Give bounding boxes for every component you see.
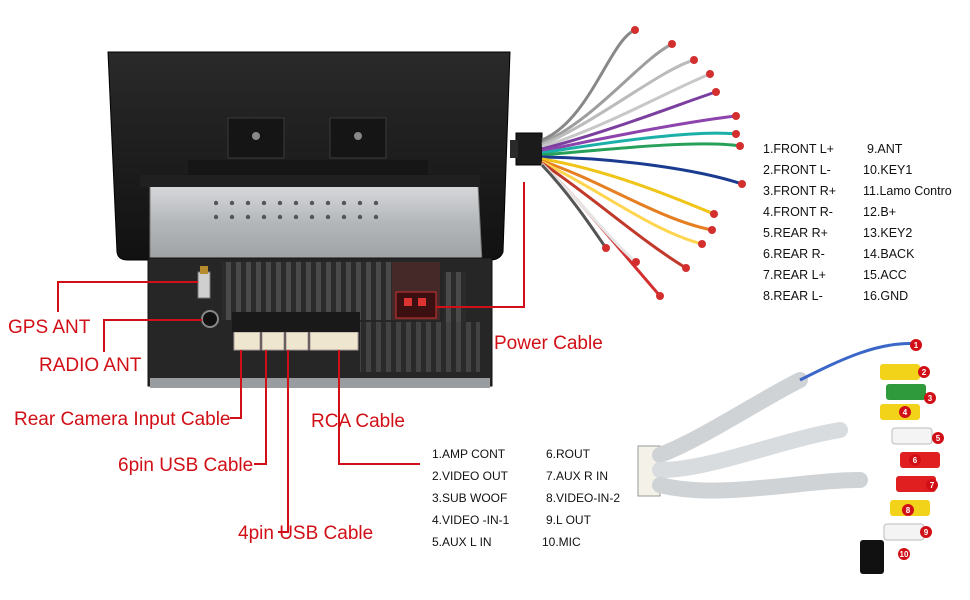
rca-pin: 7.AUX R IN: [546, 469, 608, 483]
rca-harness: [637, 341, 940, 574]
connector-power: [395, 291, 437, 319]
connector-rear-camera: [233, 331, 261, 351]
power-harness-plug: [515, 132, 543, 166]
gps-connector: [197, 266, 211, 299]
power-pin-list: 1.FRONT L+ 2.FRONT L- 3.FRONT R+ 4.FRONT…: [763, 142, 952, 303]
callout-rca: RCA Cable: [311, 411, 405, 432]
callout-4pin-usb: 4pin USB Cable: [238, 523, 373, 544]
rca-pin: 4.VIDEO -IN-1: [432, 513, 510, 527]
power-pin: 9.ANT: [867, 142, 903, 156]
callout-lines: [57, 182, 525, 533]
rca-plug-number: 1: [914, 341, 919, 350]
power-pin: 8.REAR L-: [763, 289, 823, 303]
callout-gps-ant: GPS ANT: [8, 317, 91, 338]
connector-4pin-usb: [285, 331, 309, 351]
power-pin: 11.Lamo Contro: [863, 184, 952, 198]
power-pin: 14.BACK: [863, 247, 915, 261]
connector-rca: [309, 331, 359, 351]
head-unit-device: [107, 51, 511, 388]
rca-plug-number: 8: [906, 506, 911, 515]
rca-plugs: [860, 364, 940, 574]
radio-antenna-socket: [201, 310, 219, 328]
connector-6pin-usb: [261, 331, 285, 351]
rca-pin: 2.VIDEO OUT: [432, 469, 509, 483]
power-pin: 1.FRONT L+: [763, 142, 834, 156]
power-pin: 2.FRONT L-: [763, 163, 831, 177]
callout-rear-camera: Rear Camera Input Cable: [14, 409, 231, 430]
rca-pin: 1.AMP CONT: [432, 447, 506, 461]
power-harness: [510, 26, 746, 300]
rca-pin: 8.VIDEO-IN-2: [546, 491, 620, 505]
rca-pin: 9.L OUT: [546, 513, 592, 527]
rca-plug-number: 4: [903, 408, 908, 417]
callout-radio-ant: RADIO ANT: [39, 355, 142, 376]
rca-pin: 3.SUB WOOF: [432, 491, 507, 505]
power-pin: 10.KEY1: [863, 163, 912, 177]
power-pin: 15.ACC: [863, 268, 907, 282]
power-pin: 4.FRONT R-: [763, 205, 833, 219]
power-pin: 3.FRONT R+: [763, 184, 836, 198]
rca-plug-tags: 1 2 3 4 5 6 7 8 9 10: [898, 339, 944, 560]
power-pin: 7.REAR L+: [763, 268, 826, 282]
rca-plug-number: 7: [930, 481, 935, 490]
rca-plug-number: 6: [913, 456, 918, 465]
rca-plug-number: 10: [900, 550, 909, 559]
rca-plug-number: 5: [936, 434, 941, 443]
power-pin: 13.KEY2: [863, 226, 912, 240]
power-pin: 6.REAR R-: [763, 247, 825, 261]
callout-power: Power Cable: [494, 333, 603, 354]
rca-pin: 10.MIC: [542, 535, 581, 549]
rca-pin: 6.ROUT: [546, 447, 591, 461]
power-pin: 16.GND: [863, 289, 908, 303]
rca-pin-list: 1.AMP CONT 2.VIDEO OUT 3.SUB WOOF 4.VIDE…: [432, 447, 620, 549]
labels: GPS ANT RADIO ANT Rear Camera Input Cabl…: [8, 142, 952, 560]
rca-plug-number: 3: [928, 394, 933, 403]
callout-6pin-usb: 6pin USB Cable: [118, 455, 253, 476]
power-pin: 5.REAR R+: [763, 226, 828, 240]
rca-pin: 5.AUX L IN: [432, 535, 492, 549]
rca-plug-number: 9: [924, 528, 929, 537]
rca-plug-number: 2: [922, 368, 927, 377]
power-pin: 12.B+: [863, 205, 896, 219]
